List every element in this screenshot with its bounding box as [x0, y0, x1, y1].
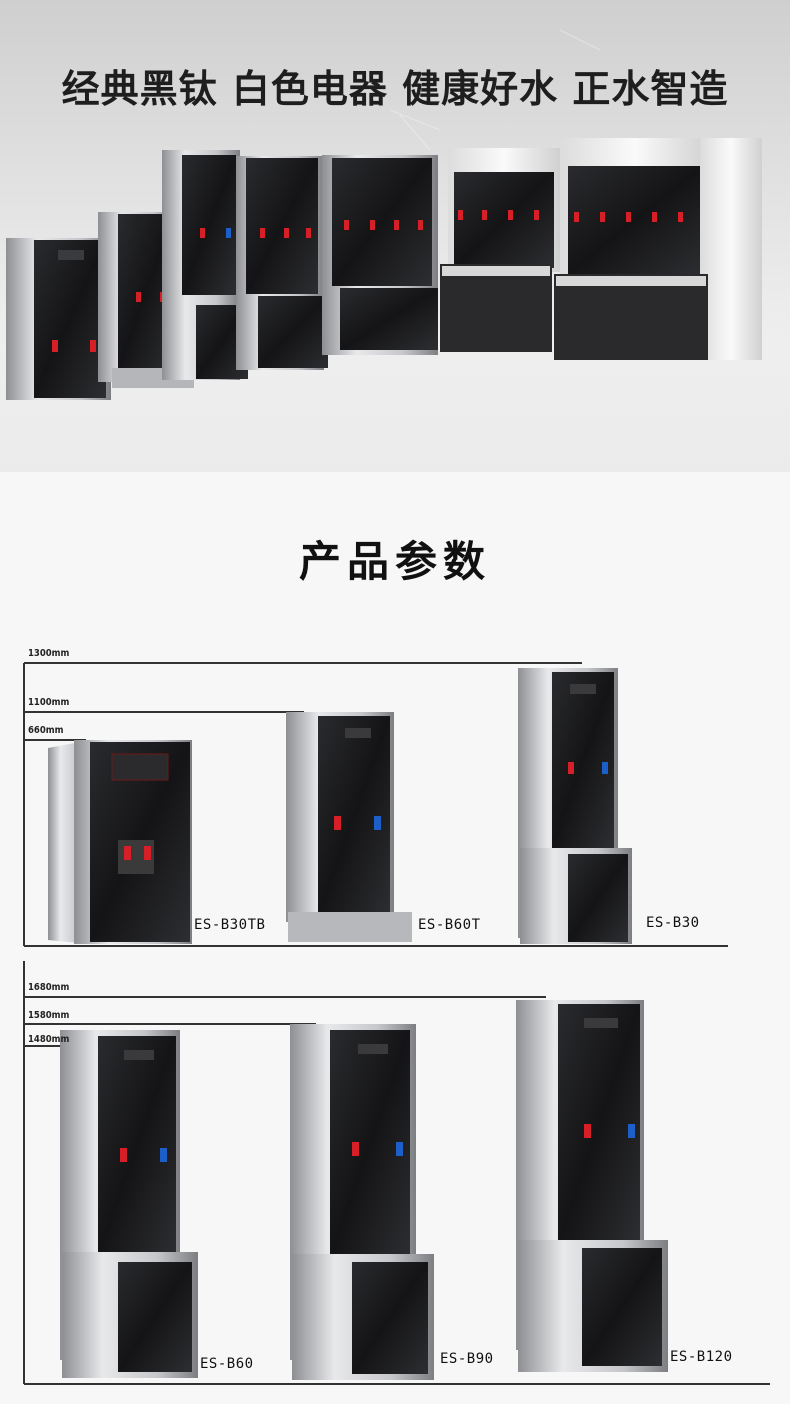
model-label-es-b60t: ES-B60T	[418, 917, 481, 933]
product-lineup-image	[6, 29, 762, 400]
height-label-1300: 1300mm	[28, 648, 70, 659]
height-label-1580: 1580mm	[28, 1010, 70, 1021]
height-label-1680: 1680mm	[28, 982, 70, 993]
model-label-es-b120: ES-B120	[670, 1349, 733, 1365]
model-label-es-b90: ES-B90	[440, 1351, 494, 1367]
section-title: 产品参数	[298, 537, 491, 586]
hero-machine-3	[162, 150, 248, 380]
hero-machine-1	[6, 238, 111, 400]
model-label-es-b60: ES-B60	[200, 1356, 254, 1372]
height-label-660: 660mm	[28, 725, 64, 736]
machine-es-b30tb	[48, 740, 192, 944]
machine-es-b60t	[286, 712, 412, 942]
height-label-1480: 1480mm	[28, 1034, 70, 1045]
hero-slogan: 经典黑钛 白色电器 健康好水 正水智造	[61, 67, 729, 111]
hero-machine-4	[236, 156, 328, 370]
hero-machine-5	[322, 155, 438, 355]
height-label-1100: 1100mm	[28, 697, 70, 708]
machine-es-b120	[516, 1000, 668, 1372]
hero-banner: 经典黑钛 白色电器 健康好水 正水智造	[0, 0, 790, 472]
model-label-es-b30tb: ES-B30TB	[194, 917, 266, 933]
machine-es-b30	[518, 668, 632, 944]
machine-es-b60	[60, 1030, 198, 1378]
model-label-es-b30: ES-B30	[646, 915, 700, 931]
hero-machine-7	[554, 138, 762, 360]
hero-machine-6	[440, 148, 560, 352]
machine-es-b90	[290, 1024, 434, 1380]
